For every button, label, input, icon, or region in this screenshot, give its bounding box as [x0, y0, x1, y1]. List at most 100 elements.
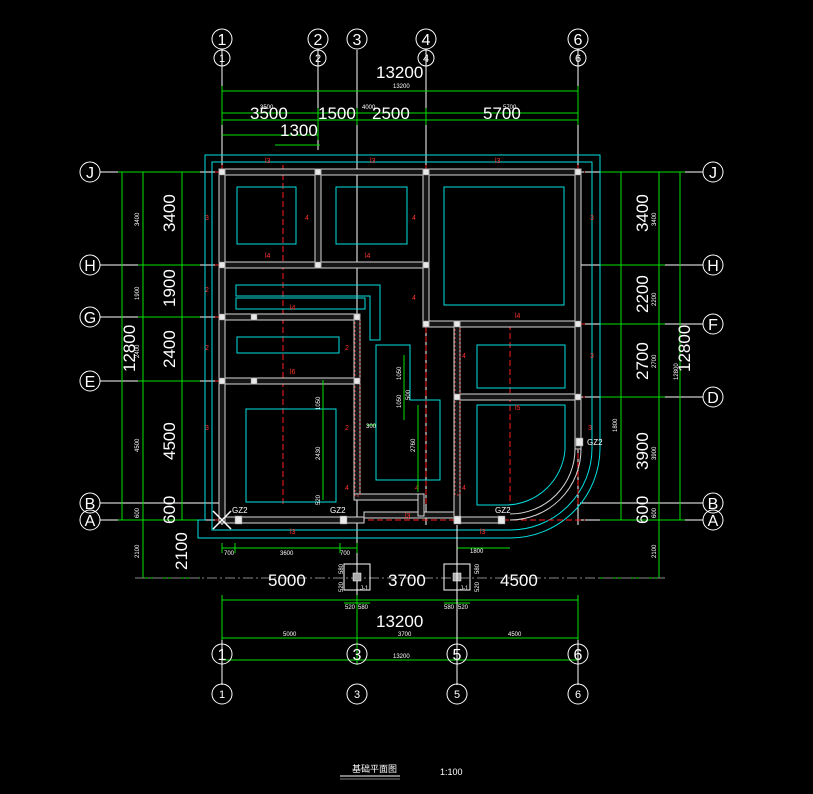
top-axis-label: 3 [353, 32, 362, 49]
right-axis-label: A [708, 513, 719, 530]
left-axis-label: B [85, 496, 96, 513]
left-total-dimension: 12800 [120, 325, 139, 372]
bottom-axis-label: 5 [453, 647, 462, 664]
beam-label: 2 [345, 345, 349, 352]
right-axis-label: J [709, 165, 717, 182]
bottom-dimension-segment: 3700 [388, 571, 426, 590]
left-dimension: 4500 [160, 422, 179, 460]
left-dimension-small: 2400 [135, 344, 141, 358]
top-axis-label: 2 [314, 32, 323, 49]
left-dimension: 1900 [160, 269, 179, 307]
top-axis-label: 6 [574, 32, 583, 49]
bottom-dimension-small: 3700 [398, 632, 412, 638]
beam-label: 2 [345, 425, 349, 432]
top-axis-bubble [567, 28, 589, 50]
local-dimension: 2760 [411, 438, 417, 452]
beam-label: l3 [265, 158, 271, 165]
left-axis-label: H [84, 258, 96, 275]
top-axis-label-inner: 4 [423, 53, 429, 65]
foundation-beams [218, 168, 582, 524]
local-dimension: 700 [224, 551, 235, 557]
beam-label: l3 [495, 158, 501, 165]
beam-labels: l3 l3 l3 l4 l4 l4 l4 l5 l6 l3 l3 l3 3 4 … [205, 158, 594, 536]
column-tag: GZ2 [330, 506, 346, 515]
bottom-axis-label-inner: 1 [219, 689, 225, 701]
right-dimension-small: 3900 [652, 446, 658, 460]
beam-label: l3 [370, 158, 376, 165]
beam-label: l4 [265, 253, 271, 260]
right-dimension-small: 3400 [652, 212, 658, 226]
drawing-title: 基础平面图 [352, 763, 397, 774]
top-dimension-segment: 2500 [372, 104, 410, 123]
top-total-dimension-small: 13200 [393, 84, 410, 90]
beam-label: 3 [590, 353, 594, 360]
left-axis-label: E [85, 374, 96, 391]
top-axis-label-inner: 1 [219, 53, 225, 65]
bottom-axis-label: 3 [353, 647, 362, 664]
beam-label: 3 [588, 425, 592, 432]
beam-label: 3 [205, 425, 209, 432]
footing-tag: J-1 [360, 586, 369, 592]
bottom-dimension-small: 5000 [283, 632, 297, 638]
left-dimensions: 3400 1900 2400 4500 600 2100 12800 3400 … [118, 171, 200, 579]
right-dimension: 600 [633, 496, 652, 524]
top-dimensions: 13200 13200 3500 1500 2500 5700 3500 400… [221, 63, 579, 146]
left-axis-label: G [84, 310, 96, 327]
top-dimension-segment: 3500 [250, 104, 288, 123]
origin-marker [212, 510, 232, 530]
beam-label: l3 [290, 529, 296, 536]
right-dimension-small: 2100 [652, 544, 658, 558]
right-dimension-small: 2700 [652, 354, 658, 368]
beam-label: l5 [515, 405, 521, 412]
top-axis-label: 1 [218, 32, 227, 49]
bottom-dimension-small: 4500 [508, 632, 522, 638]
foundation-outline [197, 154, 601, 539]
local-dimension: 580 [339, 563, 345, 574]
left-axis-label: A [85, 513, 96, 530]
left-dimension-small: 600 [135, 507, 141, 518]
left-axis-label: J [86, 165, 94, 182]
local-dimension: 1050 [316, 396, 322, 410]
left-dimension-small: 4500 [135, 438, 141, 452]
top-axis-bubble [346, 28, 368, 50]
left-dimension: 3400 [160, 194, 179, 232]
top-axis-label-inner: 6 [575, 53, 581, 65]
local-dimension: 1050 [397, 394, 403, 408]
column-tag: GZ2 [495, 506, 511, 515]
bottom-total-dimension: 13200 [376, 612, 423, 631]
local-dimension: 3600 [280, 551, 294, 557]
local-dimension: 300 [366, 424, 377, 430]
beam-label: 2 [205, 345, 209, 352]
beam-label: l3 [405, 513, 411, 520]
local-dimension: 520 [345, 605, 356, 611]
top-axis-label-inner: 2 [315, 53, 321, 65]
bottom-axis-label-inner: 3 [354, 689, 360, 701]
structural-columns [218, 168, 584, 525]
right-axis-label: F [708, 317, 718, 334]
beam-label: 3 [590, 215, 594, 222]
left-axis-grid: J H G E B A [79, 161, 220, 531]
beam-label: 4 [462, 485, 466, 492]
top-total-dimension: 13200 [376, 63, 423, 82]
right-dimension-small: 2200 [652, 292, 658, 306]
local-dimension: 500 [406, 389, 412, 400]
beam-label: 4 [462, 353, 466, 360]
right-dimension: 2700 [633, 342, 652, 380]
beam-label: l3 [480, 529, 486, 536]
bottom-axis-label-inner: 6 [575, 689, 581, 701]
left-dimension: 600 [160, 496, 179, 524]
left-dimension-small: 2100 [135, 544, 141, 558]
local-dimension: 1800 [613, 418, 619, 432]
right-dimensions: 3400 2200 2700 3900 600 12800 3400 2200 … [600, 171, 694, 579]
local-dimension: 2430 [316, 446, 322, 460]
column-tag: GZ2 [232, 506, 248, 515]
local-dimension: 580 [475, 563, 481, 574]
footing-tag: J-1 [460, 586, 469, 592]
top-dimension-small: 5700 [503, 105, 517, 111]
bottom-dimensions: 700 3600 700 1800 J-1 J-1 520 580 580 52… [135, 543, 665, 665]
local-dimension: 700 [340, 551, 351, 557]
beam-label: l4 [290, 305, 296, 312]
left-dimension: 2400 [160, 330, 179, 368]
right-axis-label: B [708, 496, 719, 513]
bottom-dimension-segment: 5000 [268, 571, 306, 590]
